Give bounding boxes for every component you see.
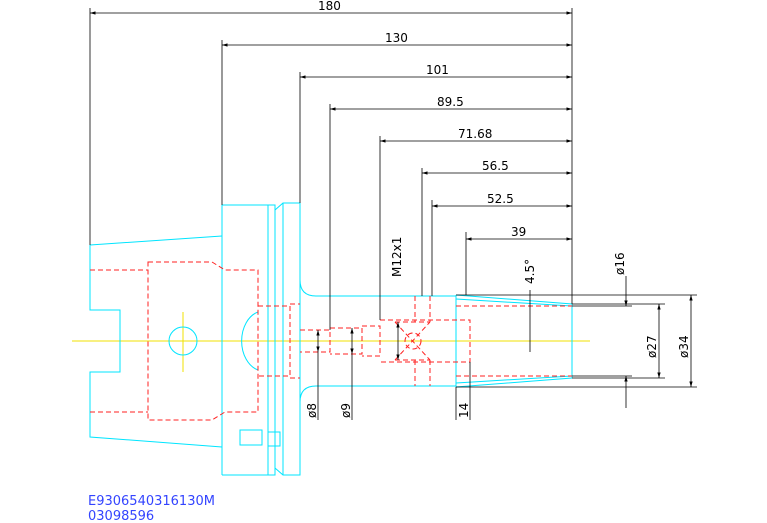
dim-phi16: ø16: [613, 252, 627, 275]
footer-codes: E9306540316130M 03098596: [88, 494, 215, 523]
dimension-lines: [89, 8, 697, 420]
centerlines: [72, 312, 590, 372]
dim-phi8: ø8: [305, 403, 319, 418]
dim-thread: M12x1: [390, 237, 404, 277]
dim-71-68: 71.68: [458, 127, 492, 141]
holder-outline: [89, 202, 573, 476]
dim-39: 39: [511, 225, 526, 239]
hidden-lines: [90, 261, 572, 421]
dim-130: 130: [385, 31, 408, 45]
dim-89-5: 89.5: [437, 95, 464, 109]
part-code: E9306540316130M: [88, 494, 215, 509]
dim-phi34: ø34: [677, 335, 691, 358]
dim-180: 180: [318, 0, 341, 13]
dim-phi9: ø9: [339, 403, 353, 418]
dim-101: 101: [426, 63, 449, 77]
dim-52-5: 52.5: [487, 192, 514, 206]
dim-angle: 4.5°: [523, 259, 537, 284]
part-number: 03098596: [88, 509, 154, 523]
dimension-labels: 180 130 101 89.5 71.68 56.5 52.5 39 M12x…: [305, 0, 691, 418]
dim-56-5: 56.5: [482, 159, 509, 173]
dim-14: 14: [457, 403, 471, 418]
dim-phi27: ø27: [645, 335, 659, 358]
